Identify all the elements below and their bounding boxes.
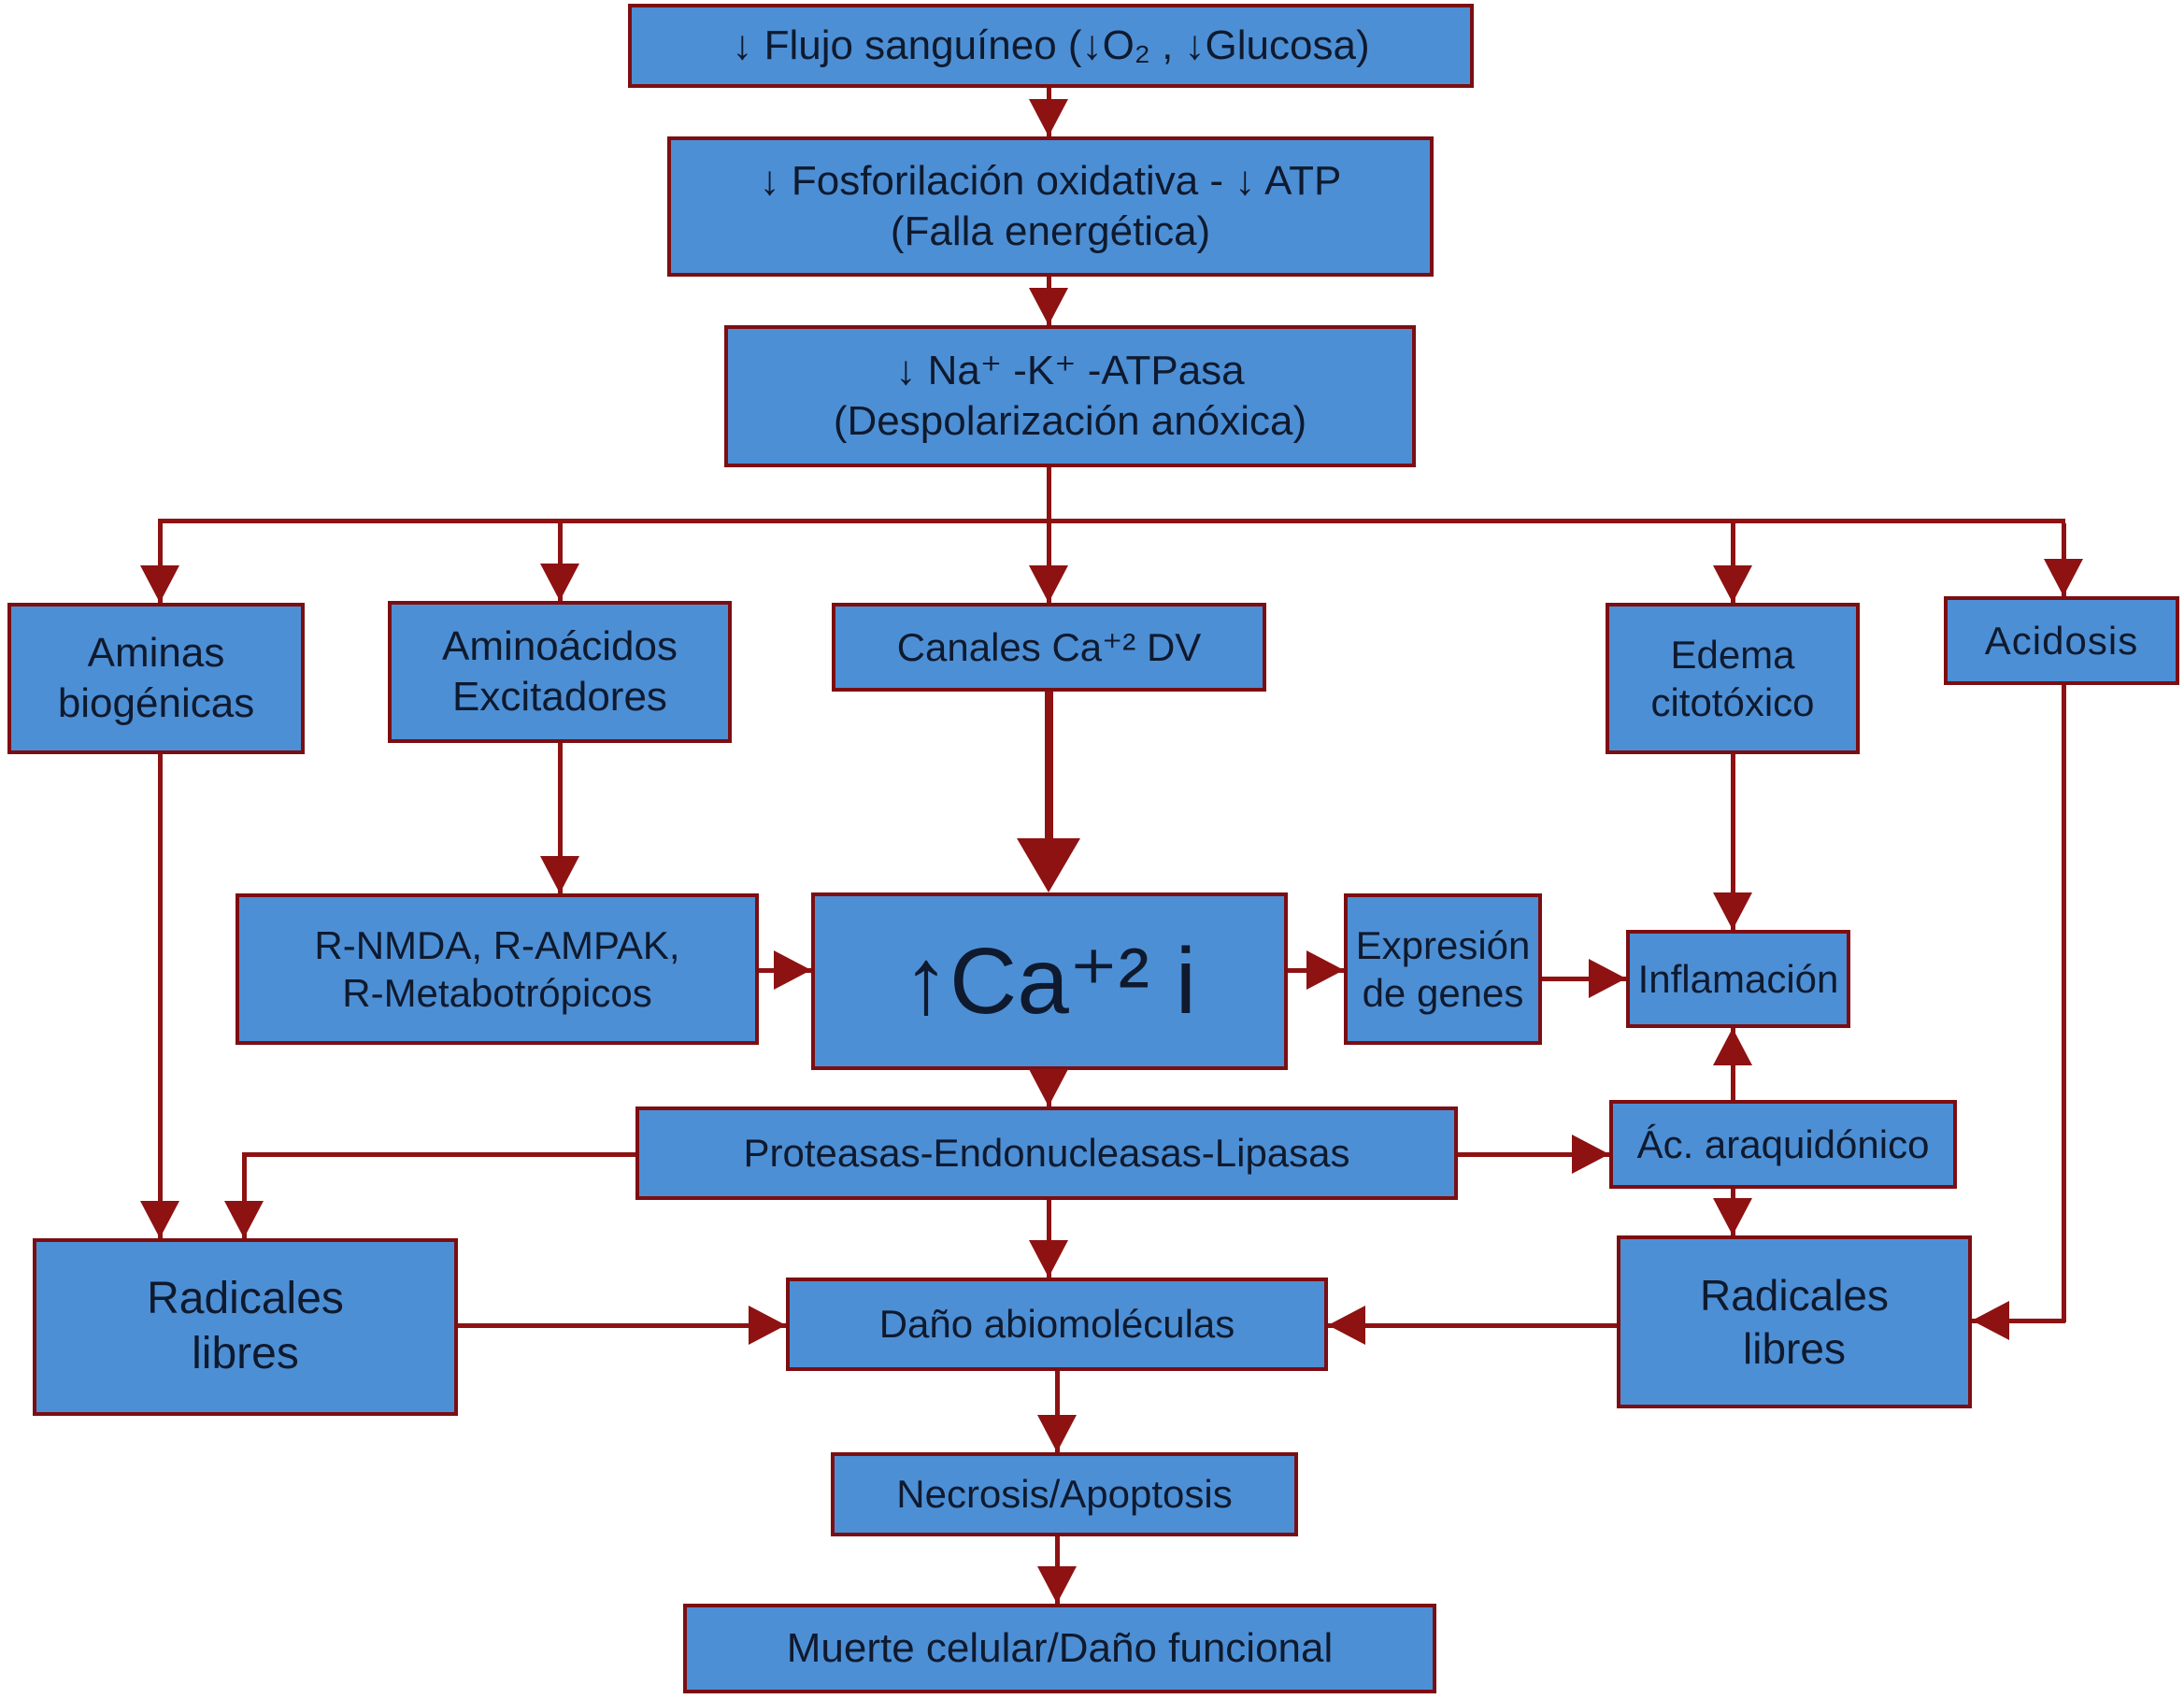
arrow-proteasas-radicales-izq-h	[242, 1152, 635, 1157]
node-aminoacidos-excitadores: Aminoácidos Excitadores	[388, 601, 732, 743]
arrowhead-flujo-fosforilacion	[1029, 99, 1068, 136]
node-calcio-intracelular: ↑Ca⁺² i	[811, 892, 1288, 1070]
arrowhead-canales-ca	[1017, 838, 1080, 892]
arrowhead-edema-inflamacion	[1713, 892, 1752, 930]
arrowhead-fosforilacion-atpasa	[1029, 288, 1068, 325]
node-ac-araquidonico: Ác. araquidónico	[1609, 1100, 1957, 1189]
arrowhead-expresion-inflamacion	[1589, 959, 1626, 998]
arrow-proteasas-araquidonico	[1458, 1152, 1609, 1157]
arrowhead-rnmda-ca	[774, 950, 811, 990]
arrowhead-aminoacidos-rnmda	[540, 856, 579, 893]
node-proteasas-endonucleasas-lipasas: Proteasas-Endonucleasas-Lipasas	[635, 1106, 1458, 1200]
arrow-aminoacidos-rnmda	[558, 743, 563, 893]
node-edema-citotoxico: Edema citotóxico	[1606, 603, 1860, 754]
arrowhead-proteasas-radicales-izq	[224, 1201, 264, 1238]
arrowhead-araquidonico-radicales-der	[1713, 1198, 1752, 1235]
arrow-radicales-der-dano	[1328, 1323, 1617, 1328]
arrow-canales-ca	[1045, 692, 1053, 841]
node-dano-abiomoleculas: Daño abiomoléculas	[786, 1278, 1328, 1371]
arrowhead-rail-edema	[1713, 565, 1752, 603]
arrow-acidosis-radicales-der-v	[2062, 685, 2066, 1322]
node-necrosis-apoptosis: Necrosis/Apoptosis	[831, 1452, 1298, 1536]
arrow-rail-aminoacidos	[558, 523, 563, 601]
arrowhead-proteasas-dano	[1029, 1240, 1068, 1278]
arrow-proteasas-dano	[1047, 1200, 1051, 1278]
arrowhead-proteasas-araquidonico	[1572, 1135, 1609, 1174]
node-canales-ca-dv: Canales Ca⁺² DV	[832, 603, 1266, 692]
arrow-proteasas-radicales-izq-v	[242, 1152, 247, 1238]
arrow-atpasa-rail	[1047, 467, 1051, 521]
arrowhead-rail-aminoacidos	[540, 564, 579, 601]
node-fosforilacion-oxidativa: ↓ Fosforilación oxidativa - ↓ ATP (Falla…	[667, 136, 1434, 277]
node-expresion-genes: Expresión de genes	[1344, 893, 1542, 1045]
node-flujo-sanguineo: ↓ Flujo sanguíneo (↓O₂ , ↓Glucosa)	[628, 4, 1474, 88]
arrow-radicales-izq-dano	[458, 1323, 786, 1328]
arrow-expresion-inflamacion	[1542, 977, 1626, 981]
node-radicales-libres-izq: Radicales libres	[33, 1238, 458, 1416]
arrowhead-rail-aminas	[140, 565, 179, 603]
node-radicales-libres-der: Radicales libres	[1617, 1235, 1972, 1408]
distribution-rail	[158, 519, 2065, 523]
arrowhead-ca-proteasas	[1029, 1069, 1068, 1106]
arrowhead-necrosis-muerte	[1037, 1566, 1077, 1604]
arrowhead-ca-expresion	[1306, 950, 1344, 990]
arrow-acidosis-radicales-der-h	[1972, 1319, 2065, 1323]
arrow-rail-aminas	[158, 523, 163, 603]
node-acidosis: Acidosis	[1944, 596, 2179, 685]
arrowhead-dano-necrosis	[1037, 1415, 1077, 1452]
arrowhead-rail-acidosis	[2044, 559, 2083, 596]
arrow-aminas-radicales-izq	[158, 754, 163, 1238]
node-aminas-biogenicas: Aminas biogénicas	[7, 603, 305, 754]
arrow-dano-necrosis	[1055, 1371, 1060, 1452]
arrowhead-acidosis-radicales-der	[1972, 1301, 2009, 1340]
arrow-rail-edema	[1731, 523, 1735, 603]
node-inflamacion: Inflamación	[1626, 930, 1850, 1028]
node-muerte-celular: Muerte celular/Daño funcional	[683, 1604, 1436, 1693]
node-r-nmda-receptores: R-NMDA, R-AMPAK, R-Metabotrópicos	[236, 893, 759, 1045]
arrowhead-radicales-izq-dano	[749, 1306, 786, 1345]
arrow-edema-inflamacion	[1731, 754, 1735, 930]
node-na-k-atpasa: ↓ Na⁺ -K⁺ -ATPasa (Despolarización anóxi…	[724, 325, 1416, 467]
arrowhead-aminas-radicales-izq	[140, 1201, 179, 1238]
arrowhead-rail-canales	[1029, 565, 1068, 603]
arrow-rail-canales	[1047, 523, 1051, 603]
arrowhead-araquidonico-inflamacion	[1713, 1028, 1752, 1065]
arrowhead-radicales-der-dano	[1328, 1306, 1365, 1345]
